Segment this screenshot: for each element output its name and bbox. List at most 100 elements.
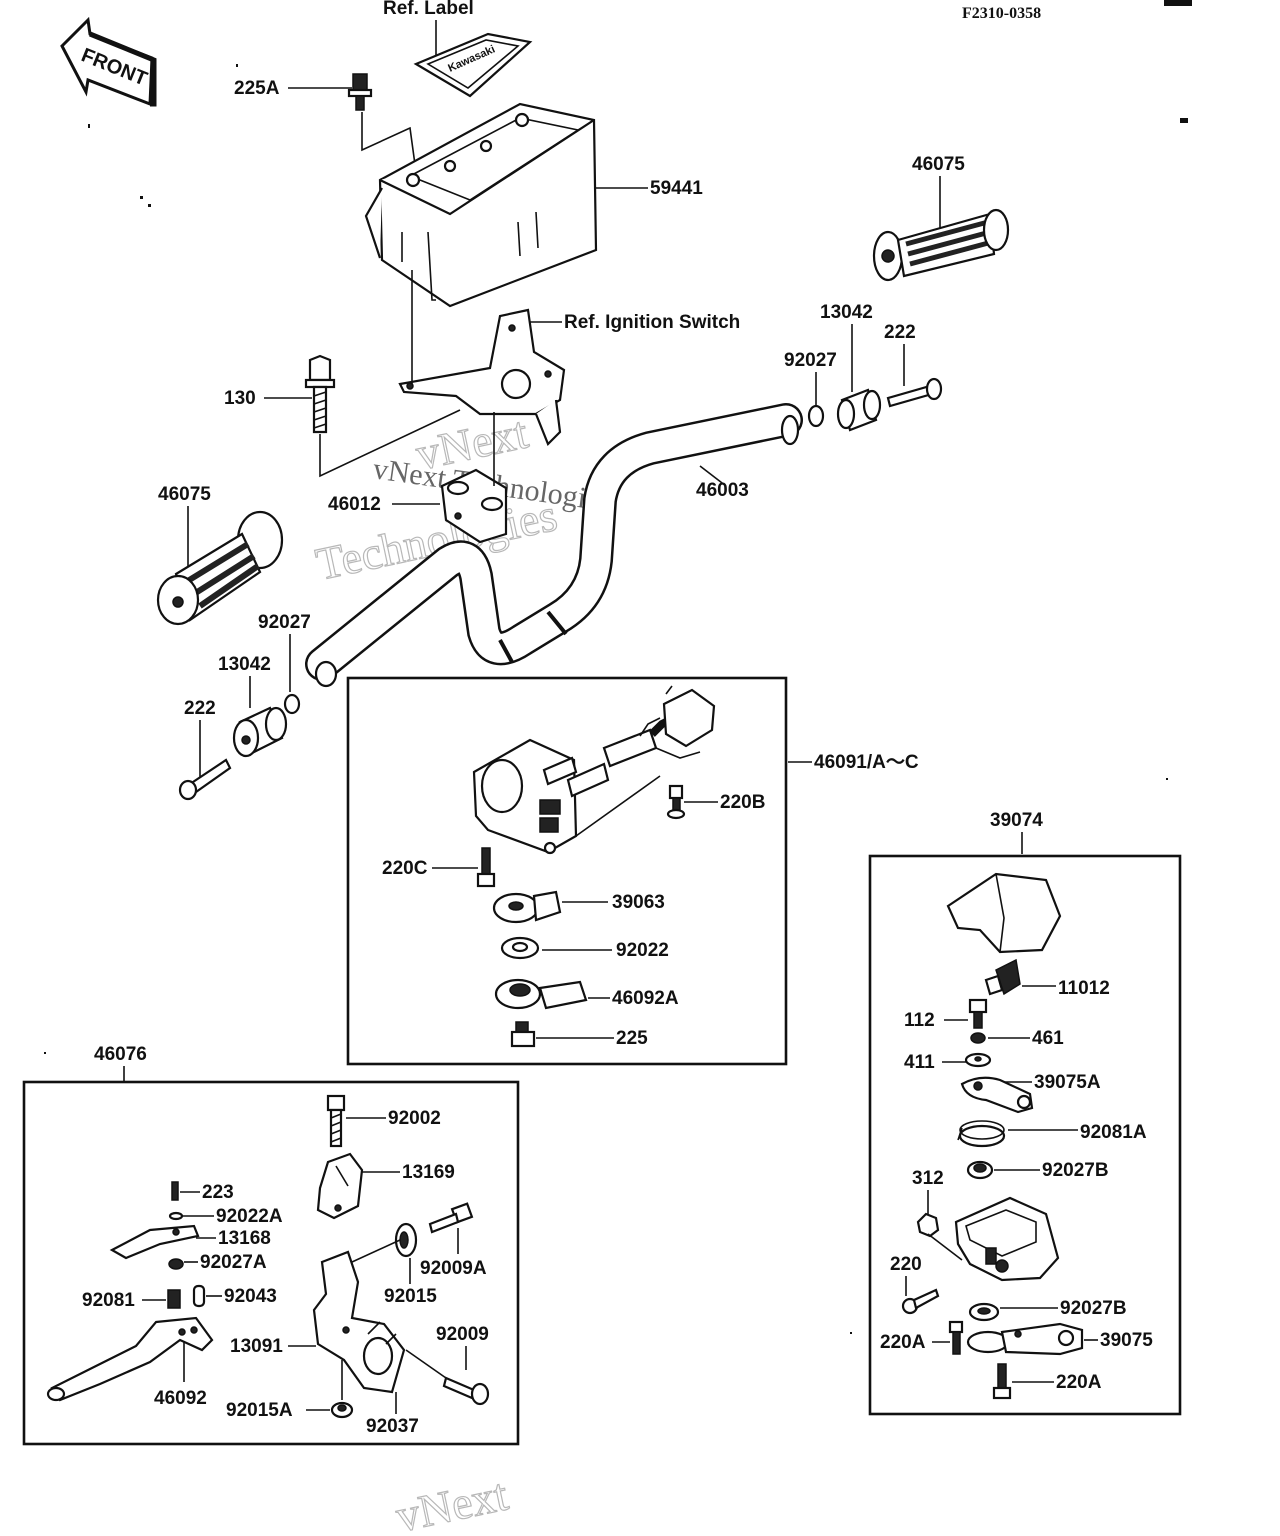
screw-220 (901, 1288, 940, 1315)
label-220: 220 (890, 1254, 922, 1275)
screw-220A-right (992, 1363, 1012, 1400)
screw-220A-left (948, 1320, 964, 1355)
scan-marks (44, 64, 1168, 1334)
label-312: 312 (912, 1168, 944, 1189)
label-220C: 220C (382, 858, 428, 879)
label-46092: 46092 (154, 1388, 207, 1409)
bolt-112 (968, 998, 988, 1029)
grip-46075-left (156, 510, 284, 626)
label-92027-left: 92027 (258, 612, 311, 633)
throttle-cover (946, 872, 1062, 954)
ignition-bracket (398, 308, 566, 446)
label-92015: 92015 (384, 1286, 437, 1307)
label-46092A: 46092A (612, 988, 679, 1009)
handlebar-46003 (305, 403, 803, 688)
label-92081: 92081 (82, 1290, 135, 1311)
label-130: 130 (224, 388, 256, 409)
label-92009A: 92009A (420, 1258, 487, 1279)
label-13042-left: 13042 (218, 654, 271, 675)
screw-220C (476, 847, 496, 888)
lever-46092A (494, 978, 588, 1010)
bolt-225A (347, 73, 373, 111)
label-46003: 46003 (696, 480, 749, 501)
grip-46075-right (872, 208, 1010, 282)
nut-312 (916, 1212, 940, 1238)
label-461: 461 (1032, 1028, 1064, 1049)
ref-label-text: Ref. Label (383, 0, 474, 19)
label-59441: 59441 (650, 178, 703, 199)
label-13168: 13168 (218, 1228, 271, 1249)
reservoir-cover-59441 (364, 102, 598, 308)
corner-mark (1164, 0, 1192, 6)
label-220A-right: 220A (1056, 1372, 1102, 1393)
box-46091 (346, 676, 788, 1066)
label-39074: 39074 (990, 810, 1043, 831)
bushing-92027A (168, 1258, 184, 1270)
bolt-130 (304, 354, 336, 434)
label-92027B-lower: 92027B (1060, 1298, 1127, 1319)
washer-461 (970, 1032, 986, 1044)
spring-92081A (957, 1120, 1006, 1148)
label-13169: 13169 (402, 1162, 455, 1183)
label-92027-right: 92027 (784, 350, 837, 371)
bar-end-13042-right (836, 388, 882, 432)
nut-225 (510, 1021, 536, 1048)
label-13042-right: 13042 (820, 302, 873, 323)
clip-11012 (984, 958, 1021, 996)
label-13091: 13091 (230, 1336, 283, 1357)
front-arrow-icon: FRONT (60, 16, 157, 107)
label-220B: 220B (720, 792, 765, 813)
plate-13168 (109, 1224, 200, 1260)
screw-223 (171, 1181, 179, 1201)
label-92037: 92037 (366, 1416, 419, 1437)
screw-222-right (886, 377, 943, 408)
nut-92015A (330, 1401, 354, 1419)
pin-92043 (192, 1284, 206, 1308)
screw-220B (666, 784, 686, 820)
adjuster-92009A (428, 1202, 474, 1234)
bracket-13091 (312, 1250, 406, 1394)
washer-92022 (500, 936, 540, 960)
label-92081A: 92081A (1080, 1122, 1147, 1143)
lever-46092 (46, 1316, 214, 1402)
spring-92081 (167, 1289, 181, 1309)
label-92022A: 92022A (216, 1206, 283, 1227)
bar-end-13042-left (232, 706, 288, 758)
switch-housing-46091 (472, 738, 610, 855)
diagram-code: F2310-0358 (962, 5, 1041, 22)
label-92009: 92009 (436, 1324, 489, 1345)
bolt-92002 (326, 1094, 346, 1148)
cover-13169 (316, 1152, 364, 1220)
box-39074 (868, 854, 1182, 1416)
label-39075A: 39075A (1034, 1072, 1101, 1093)
label-11012: 11012 (1058, 978, 1110, 999)
label-112: 112 (904, 1010, 935, 1031)
label-225: 225 (616, 1028, 648, 1049)
screw-92009 (442, 1376, 490, 1406)
cam-39063 (492, 890, 562, 924)
washer-92022A (168, 1211, 184, 1221)
label-222-right: 222 (884, 322, 916, 343)
washer-411 (964, 1052, 992, 1068)
ref-label-plate: Kawasaki (413, 32, 533, 98)
pulley-39075 (966, 1322, 1084, 1356)
label-92027B-upper: 92027B (1042, 1160, 1109, 1181)
label-92022: 92022 (616, 940, 669, 961)
label-46091: 46091/A～C (814, 752, 919, 773)
label-223: 223 (202, 1182, 234, 1203)
label-220A-left: 220A (880, 1332, 926, 1353)
pulley-39075A (960, 1076, 1034, 1114)
label-92015A: 92015A (226, 1400, 293, 1421)
label-222-left: 222 (184, 698, 216, 719)
label-46075-left: 46075 (158, 484, 211, 505)
watermark-bottom: vNext (391, 1468, 512, 1536)
box-46076 (22, 1080, 520, 1446)
label-46075-right: 46075 (912, 154, 965, 175)
throttle-housing (927, 1196, 1060, 1282)
label-411: 411 (904, 1052, 935, 1073)
label-92043: 92043 (224, 1286, 277, 1307)
label-39075: 39075 (1100, 1330, 1153, 1351)
holder-46012 (440, 468, 508, 544)
switch-wiring (575, 685, 716, 837)
